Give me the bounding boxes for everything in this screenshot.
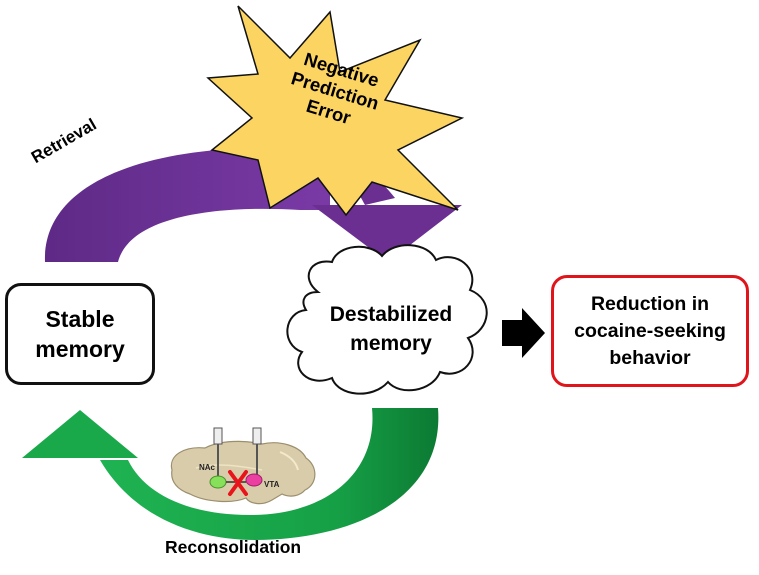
block-x-icon (228, 470, 248, 496)
vta-region (245, 473, 263, 487)
outcome-box: Reduction in cocaine-seeking behavior (551, 275, 749, 387)
destabilized-memory-label: Destabilized memory (329, 303, 453, 355)
brain-illustration: NAc VTA (170, 427, 316, 505)
retrieval-arrow (44, 147, 462, 262)
outcome-arrow (502, 308, 545, 358)
reconsolidation-arrow (22, 408, 439, 540)
reconsolidation-label: Reconsolidation (165, 537, 302, 557)
stable-memory-label: Stable memory (35, 306, 125, 362)
brain-label-vta: VTA (264, 480, 280, 489)
outcome-label: Reduction in cocaine-seeking behavior (574, 292, 726, 369)
stable-memory-box: Stable memory (5, 283, 155, 385)
destabilized-memory-cloud (286, 244, 488, 395)
nac-region (209, 475, 227, 489)
brain-label-nac: NAc (199, 463, 216, 472)
starburst-shape (206, 5, 465, 217)
